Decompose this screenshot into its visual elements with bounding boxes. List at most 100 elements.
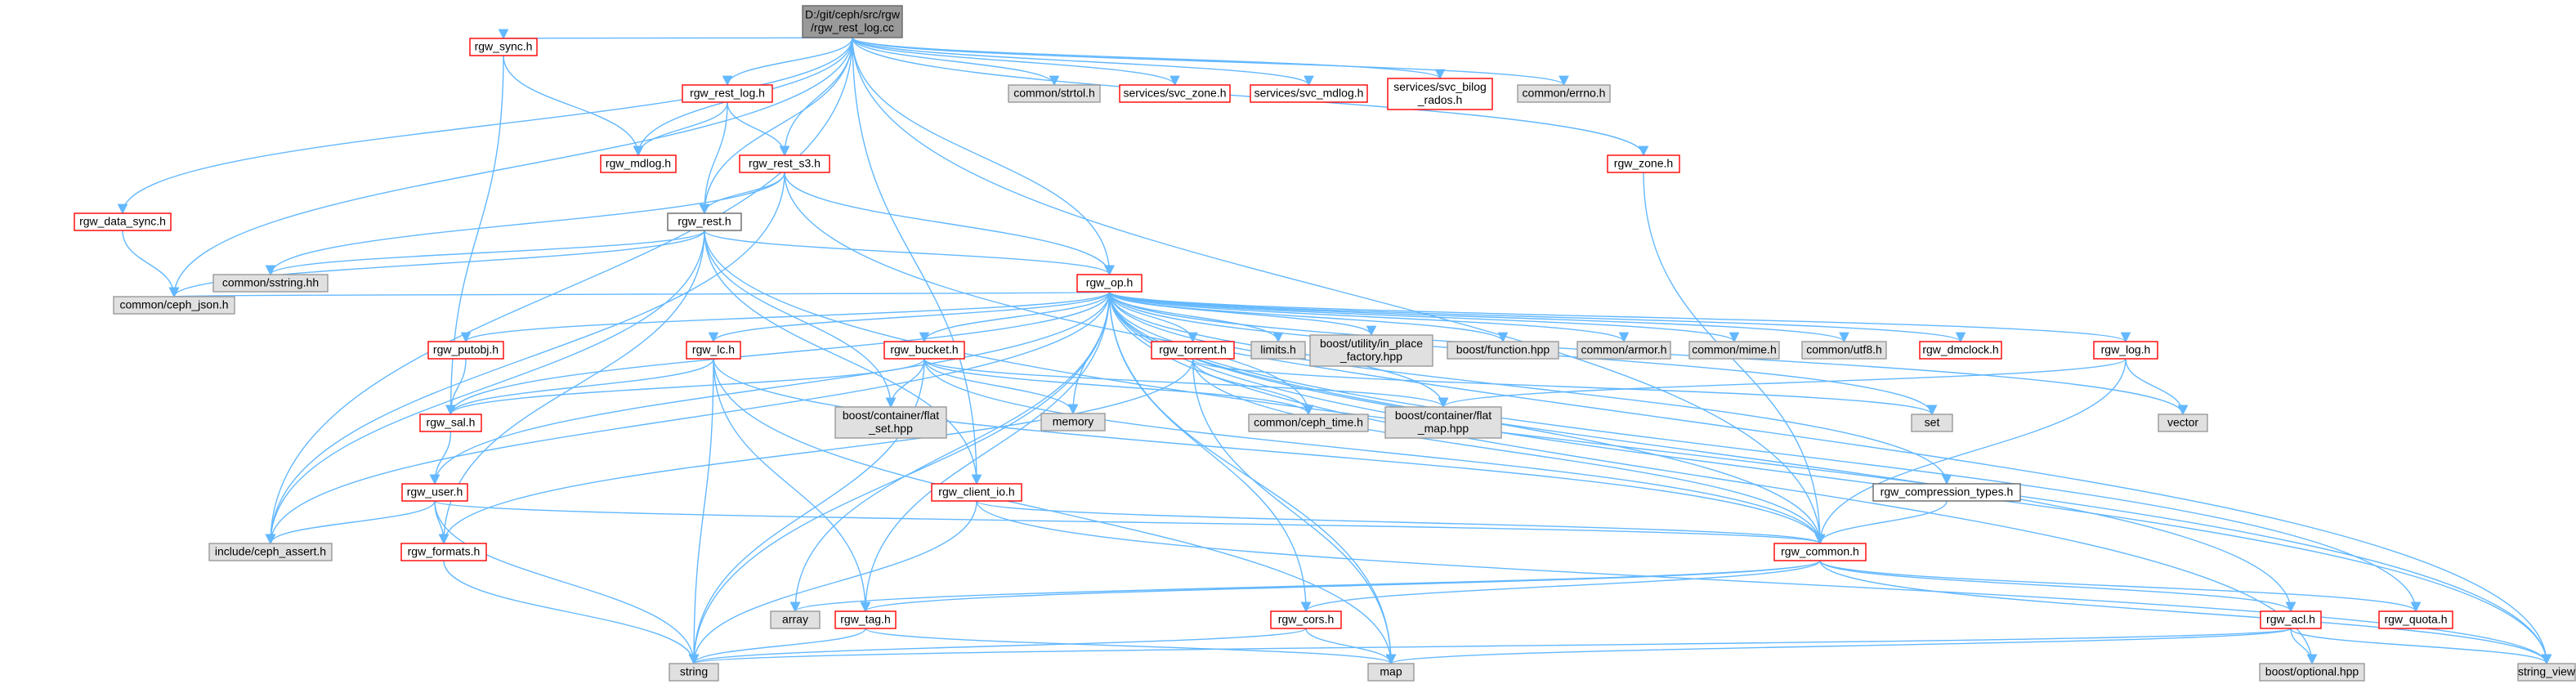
node-rgw-quota-h[interactable]: rgw_quota.h bbox=[2378, 610, 2453, 629]
node-boost-function-hpp[interactable]: boost/function.hpp bbox=[1447, 341, 1559, 360]
node-rgw-user-h[interactable]: rgw_user.h bbox=[401, 483, 468, 502]
node-label: boost/optional.hpp bbox=[2265, 665, 2359, 678]
node-common-mime-h[interactable]: common/mime.h bbox=[1688, 341, 1780, 360]
node-label: string bbox=[680, 665, 708, 678]
node-string-view[interactable]: string_view bbox=[2517, 663, 2576, 682]
node-rgw-lc-h[interactable]: rgw_lc.h bbox=[686, 341, 741, 360]
node-label: common/utf8.h bbox=[1806, 343, 1882, 356]
node-rgw-torrent-h[interactable]: rgw_torrent.h bbox=[1151, 341, 1235, 360]
edge-rgw_log_h-to-vector bbox=[2125, 358, 2189, 416]
node-rgw-client-io-h[interactable]: rgw_client_io.h bbox=[931, 483, 1022, 502]
node-rgw-sal-h[interactable]: rgw_sal.h bbox=[419, 414, 482, 432]
node-set[interactable]: set bbox=[1911, 414, 1953, 432]
node-include-ceph-assert-h[interactable]: include/ceph_assert.h bbox=[208, 543, 333, 561]
edge-rgw_tag_h-to-string bbox=[688, 628, 866, 665]
node-label: common/mime.h bbox=[1692, 343, 1776, 356]
node-box bbox=[208, 543, 333, 561]
node-svc-bilog-h[interactable]: services/svc_bilog_rados.h bbox=[1387, 78, 1493, 110]
edge-rgw_common_h-to-rgw_cors_h bbox=[1300, 560, 1821, 613]
edge-rgw_op_h-to-rgw_torrent_h bbox=[1108, 291, 1198, 343]
node-label: common/strtol.h bbox=[1013, 87, 1095, 100]
node-rgw-zone-h[interactable]: rgw_zone.h bbox=[1607, 154, 1680, 173]
edge-rgw_rest_h-to-boost_flat_set_hpp bbox=[704, 230, 897, 409]
node-box bbox=[74, 212, 172, 231]
node-memory[interactable]: memory bbox=[1040, 413, 1106, 431]
edge-rgw_rest_s3_h-to-rgw_op_h bbox=[784, 172, 1115, 276]
node-rgw-compression-types-h[interactable]: rgw_compression_types.h bbox=[1872, 483, 2021, 502]
node-rgw-data-sync-h[interactable]: rgw_data_sync.h bbox=[74, 212, 172, 231]
edge-root-to-common_strtol_h bbox=[852, 37, 1060, 87]
node-box bbox=[931, 483, 1022, 502]
node-label: rgw_client_io.h bbox=[938, 485, 1014, 499]
node-limits-h[interactable]: limits.h bbox=[1250, 341, 1306, 360]
edge-rgw_rest_h-to-include_ceph_assert_h bbox=[265, 230, 705, 545]
node-rgw-acl-h[interactable]: rgw_acl.h bbox=[2260, 610, 2322, 629]
edge-rgw_acl_h-to-map bbox=[1386, 628, 2292, 665]
node-rgw-common-h[interactable]: rgw_common.h bbox=[1773, 543, 1867, 561]
node-rgw-formats-h[interactable]: rgw_formats.h bbox=[400, 543, 487, 561]
node-string[interactable]: string bbox=[669, 663, 719, 682]
edge-rgw_op_h-to-rgw_dmclock_h bbox=[1108, 291, 1966, 343]
node-box bbox=[469, 38, 538, 56]
node-common-ceph-json-h[interactable]: common/ceph_json.h bbox=[113, 296, 235, 315]
node-rgw-sync-h[interactable]: rgw_sync.h bbox=[469, 38, 538, 56]
edge-rgw_common_h-to-rgw_acl_h bbox=[1819, 560, 2296, 613]
node-label: rgw_acl.h bbox=[2266, 613, 2315, 626]
node-rgw-cors-h[interactable]: rgw_cors.h bbox=[1270, 610, 1342, 629]
node-box bbox=[1576, 341, 1671, 360]
node-rgw-rest-s3-h[interactable]: rgw_rest_s3.h bbox=[739, 154, 830, 173]
node-common-ceph-time-h[interactable]: common/ceph_time.h bbox=[1248, 414, 1369, 432]
edge-rgw_rest_log_h-to-rgw_rest_s3_h bbox=[727, 101, 790, 157]
node-common-errno-h[interactable]: common/errno.h bbox=[1517, 84, 1611, 103]
node-label: rgw_user.h bbox=[407, 485, 463, 499]
edge-rgw_user_h-to-include_ceph_assert_h bbox=[265, 500, 436, 545]
node-label: rgw_dmclock.h bbox=[1922, 343, 1998, 356]
node-rgw-rest-log-h[interactable]: rgw_rest_log.h bbox=[682, 84, 773, 103]
edge-rgw_lc_h-to-string bbox=[688, 358, 714, 665]
node-map[interactable]: map bbox=[1367, 663, 1415, 682]
node-boost-flat-set-hpp[interactable]: boost/container/flat_set.hpp bbox=[834, 406, 947, 439]
node-root[interactable]: D:/git/ceph/src/rgw/rgw_rest_log.cc bbox=[802, 5, 903, 38]
node-common-strtol-h[interactable]: common/strtol.h bbox=[1008, 84, 1101, 103]
node-label: rgw_mdlog.h bbox=[606, 157, 671, 170]
node-box bbox=[2260, 610, 2322, 629]
node-common-sstring-hh[interactable]: common/sstring.hh bbox=[212, 274, 329, 293]
node-rgw-op-h[interactable]: rgw_op.h bbox=[1076, 274, 1143, 293]
edge-rgw_torrent_h-to-rgw_common_h bbox=[1192, 358, 1826, 545]
node-boost-flat-map-hpp[interactable]: boost/container/flat_map.hpp bbox=[1384, 406, 1502, 439]
edge-rgw_cors_h-to-map bbox=[1305, 628, 1397, 665]
node-label: array bbox=[782, 613, 808, 626]
node-box bbox=[1367, 663, 1415, 682]
node-rgw-rest-h[interactable]: rgw_rest.h bbox=[667, 212, 742, 231]
node-svc-zone-h[interactable]: services/svc_zone.h bbox=[1119, 84, 1231, 103]
node-box bbox=[427, 341, 504, 360]
node-label: rgw_sal.h bbox=[427, 416, 476, 429]
node-box bbox=[1773, 543, 1867, 561]
node-rgw-tag-h[interactable]: rgw_tag.h bbox=[834, 610, 897, 629]
node-rgw-dmclock-h[interactable]: rgw_dmclock.h bbox=[1919, 341, 2002, 360]
node-boost-optional-hpp[interactable]: boost/optional.hpp bbox=[2259, 663, 2365, 682]
node-rgw-bucket-h[interactable]: rgw_bucket.h bbox=[883, 341, 965, 360]
node-box bbox=[1270, 610, 1342, 629]
edge-rgw_tag_h-to-map bbox=[865, 628, 1396, 665]
node-common-utf8-h[interactable]: common/utf8.h bbox=[1801, 341, 1887, 360]
node-rgw-mdlog-h[interactable]: rgw_mdlog.h bbox=[600, 154, 677, 173]
edge-rgw_compression_types_h-to-rgw_common_h bbox=[1814, 500, 1948, 545]
node-boost-in-place-hpp[interactable]: boost/utility/in_place_factory.hpp bbox=[1309, 334, 1433, 367]
edge-root-to-svc_bilog_h bbox=[852, 37, 1445, 80]
edge-rgw_client_io_h-to-rgw_common_h bbox=[976, 500, 1825, 545]
edge-root-to-rgw_client_io_h bbox=[852, 37, 982, 485]
node-svc-mdlog-h[interactable]: services/svc_mdlog.h bbox=[1250, 84, 1368, 103]
node-vector[interactable]: vector bbox=[2158, 414, 2208, 432]
edge-rgw_formats_h-to-string bbox=[443, 560, 700, 665]
node-array[interactable]: array bbox=[770, 610, 821, 629]
edge-rgw_lc_h-to-rgw_sal_h bbox=[445, 358, 714, 416]
node-common-armor-h[interactable]: common/armor.h bbox=[1576, 341, 1671, 360]
edge-rgw_op_h-to-rgw_compression_types_h bbox=[1108, 291, 1952, 485]
edge-rgw_op_h-to-rgw_sal_h bbox=[445, 291, 1111, 416]
node-rgw-log-h[interactable]: rgw_log.h bbox=[2093, 341, 2158, 360]
node-box bbox=[600, 154, 677, 173]
edge-rgw_torrent_h-to-set bbox=[1192, 358, 1937, 416]
node-rgw-putobj-h[interactable]: rgw_putobj.h bbox=[427, 341, 504, 360]
